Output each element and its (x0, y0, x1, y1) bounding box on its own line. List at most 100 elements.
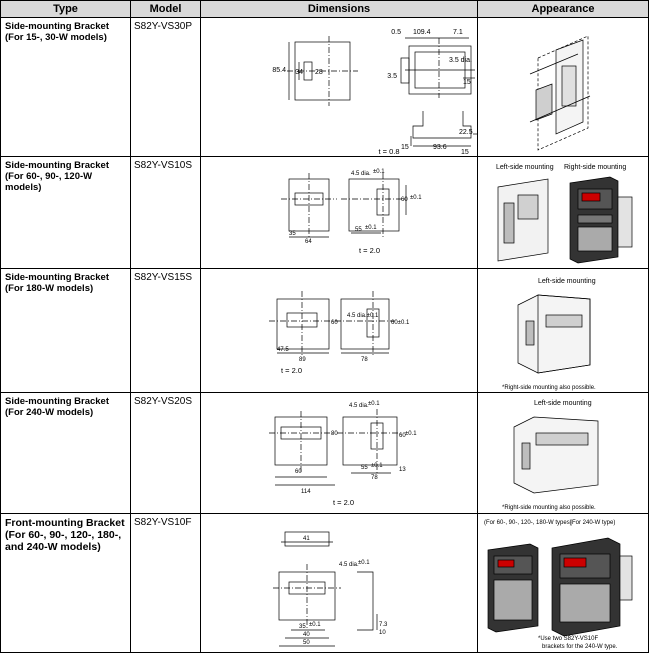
model-cell: S82Y-VS30P (130, 17, 201, 157)
type-cell: Front-mounting Bracket (For 60-, 90-, 12… (0, 513, 131, 653)
dim-label: 89 (299, 357, 306, 363)
table-row: Side-mounting Bracket (For 180-W models)… (0, 268, 649, 393)
dim-label: 50 (303, 640, 310, 646)
dim-label: 7.1 (453, 29, 463, 36)
appearance-note: *Use two S82Y-VS10F (538, 636, 598, 642)
dimension-drawing: 41 4.5 dia. ±0.1 35 ±0.1 40 50 7.3 10 (273, 531, 388, 647)
dim-label: 85.4 (272, 67, 286, 74)
dim-label: 15 (463, 79, 471, 86)
dim-label: 35 (289, 231, 296, 237)
type-title: Side-mounting Bracket (5, 396, 109, 407)
type-title: Side-mounting Bracket (5, 160, 109, 171)
dim-label: 41 (303, 536, 310, 542)
dim-label: 3.5 dia. (449, 57, 472, 64)
dim-label: 78 (361, 357, 368, 363)
thickness-note: t = 0.8 (378, 147, 399, 156)
table-row: Side-mounting Bracket (For 60-, 90-, 120… (0, 156, 649, 269)
dim-label: 0.5 (391, 29, 401, 36)
model-cell: S82Y-VS20S (130, 392, 201, 514)
dim-label: 13 (399, 467, 406, 473)
dim-label: ±0.1 (309, 622, 321, 628)
appearance-caption-left: Left-side mounting (496, 164, 554, 171)
bracket-illustration: Left-side mounting *Right-side mounting … (502, 400, 599, 511)
dim-label: ±0.1 (358, 560, 370, 566)
header-type: Type (0, 0, 131, 18)
appearance-cell: Left-side mounting *Right-side mounting … (477, 392, 649, 514)
appearance-caption-right: Right-side mounting (564, 164, 626, 171)
dimension-drawing: 4.5 dia. ±0.1 60 114 55 ±0.1 78 13 80 60… (269, 401, 417, 507)
type-title: Side-mounting Bracket (5, 272, 109, 283)
type-subtitle: (For 180-W models) (5, 283, 94, 294)
dimensions-cell: 4.5 dia.±0.1 47.5 89 78 60 60±0.1 t = 2.… (200, 268, 478, 393)
dim-label: 47.5 (277, 347, 289, 353)
dimension-drawing: 4.5 dia. ±0.1 35 64 55 ±0.1 60 ±0.1 t = … (281, 169, 422, 255)
dim-label: 35 (299, 624, 306, 630)
dim-label: 60 (401, 197, 408, 203)
dim-label: ±0.1 (371, 463, 383, 469)
table-row: Side-mounting Bracket (For 240-W models)… (0, 392, 649, 514)
dim-label: 114 (301, 489, 311, 495)
dim-label: 60 (399, 433, 406, 439)
dim-label: 109.4 (413, 29, 431, 36)
appearance-note: brackets for the 240-W type. (542, 644, 618, 650)
dim-label: 3.5 (387, 73, 397, 80)
dim-label: ±0.1 (405, 431, 417, 437)
dim-label: 4.5 dia. (351, 171, 371, 177)
thickness-note: t = 2.0 (281, 366, 302, 375)
dim-label: ±0.1 (365, 225, 377, 231)
table-header-row: Type Model Dimensions Appearance (0, 0, 649, 18)
dim-label: 55 (355, 227, 362, 233)
dimensions-cell: 85.4 34 28 0.5 109.4 7.1 3.5 dia. 3.5 15… (200, 17, 478, 157)
dim-label: 10 (379, 630, 386, 636)
model-cell: S82Y-VS10F (130, 513, 201, 653)
appearance-caption-right: (For 240-W type) (570, 520, 615, 526)
header-model: Model (130, 0, 201, 18)
table-row: Side-mounting Bracket (For 15-, 30-W mod… (0, 17, 649, 157)
dim-label: 22.5 (459, 129, 473, 136)
type-cell: Side-mounting Bracket (For 15-, 30-W mod… (0, 17, 131, 157)
dim-label: 78 (371, 475, 378, 481)
bracket-illustration (529, 35, 591, 151)
thickness-note: t = 2.0 (333, 498, 354, 507)
bracket-illustration: (For 60-, 90-, 120-, 180-W types) (For 2… (484, 520, 633, 650)
dim-label: 40 (303, 632, 310, 638)
appearance-caption-left: Left-side mounting (538, 278, 596, 285)
model-cell: S82Y-VS10S (130, 156, 201, 269)
dim-label: 55 (361, 465, 368, 471)
type-subtitle: (For 60-, 90-, 120-, 180-, and 240-W mod… (5, 529, 122, 553)
dim-label: 60 (331, 320, 338, 326)
type-subtitle: (For 15-, 30-W models) (5, 32, 107, 43)
type-subtitle: (For 240-W models) (5, 407, 94, 418)
table-row: Front-mounting Bracket (For 60-, 90-, 12… (0, 513, 649, 653)
appearance-cell: Left-side mounting Right-side mounting (477, 156, 649, 269)
dim-label: 15 (461, 149, 469, 156)
dimensions-cell: 41 4.5 dia. ±0.1 35 ±0.1 40 50 7.3 10 (200, 513, 478, 653)
bracket-illustration: Left-side mounting *Right-side mounting … (502, 278, 596, 391)
type-cell: Side-mounting Bracket (For 240-W models) (0, 392, 131, 514)
thickness-note: t = 2.0 (359, 246, 380, 255)
dim-label: 7.3 (379, 622, 388, 628)
model-cell: S82Y-VS15S (130, 268, 201, 393)
dim-label: 93.6 (433, 144, 447, 151)
appearance-cell: (For 60-, 90-, 120-, 180-W types) (For 2… (477, 513, 649, 653)
dim-label: ±0.1 (368, 401, 380, 407)
dim-label: 60±0.1 (391, 320, 410, 326)
dim-label: 4.5 dia. (349, 403, 369, 409)
dim-label: ±0.1 (410, 195, 422, 201)
type-subtitle: (For 60-, 90-, 120-W models) (5, 171, 93, 193)
dim-label: 28 (315, 69, 323, 76)
appearance-note: *Right-side mounting also possible. (502, 505, 596, 511)
appearance-caption-left: (For 60-, 90-, 120-, 180-W types) (484, 520, 572, 526)
type-cell: Side-mounting Bracket (For 180-W models) (0, 268, 131, 393)
dim-label: 64 (305, 239, 312, 245)
dimension-drawing: 85.4 34 28 0.5 109.4 7.1 3.5 dia. 3.5 15… (272, 29, 477, 156)
header-appearance: Appearance (477, 0, 649, 18)
dim-label: ±0.1 (373, 169, 385, 175)
appearance-cell: Left-side mounting *Right-side mounting … (477, 268, 649, 393)
appearance-caption-left: Left-side mounting (534, 400, 592, 407)
dim-label: 80 (331, 431, 338, 437)
bracket-illustration: Left-side mounting Right-side mounting (496, 164, 633, 264)
dimensions-cell: 4.5 dia. ±0.1 60 114 55 ±0.1 78 13 80 60… (200, 392, 478, 514)
